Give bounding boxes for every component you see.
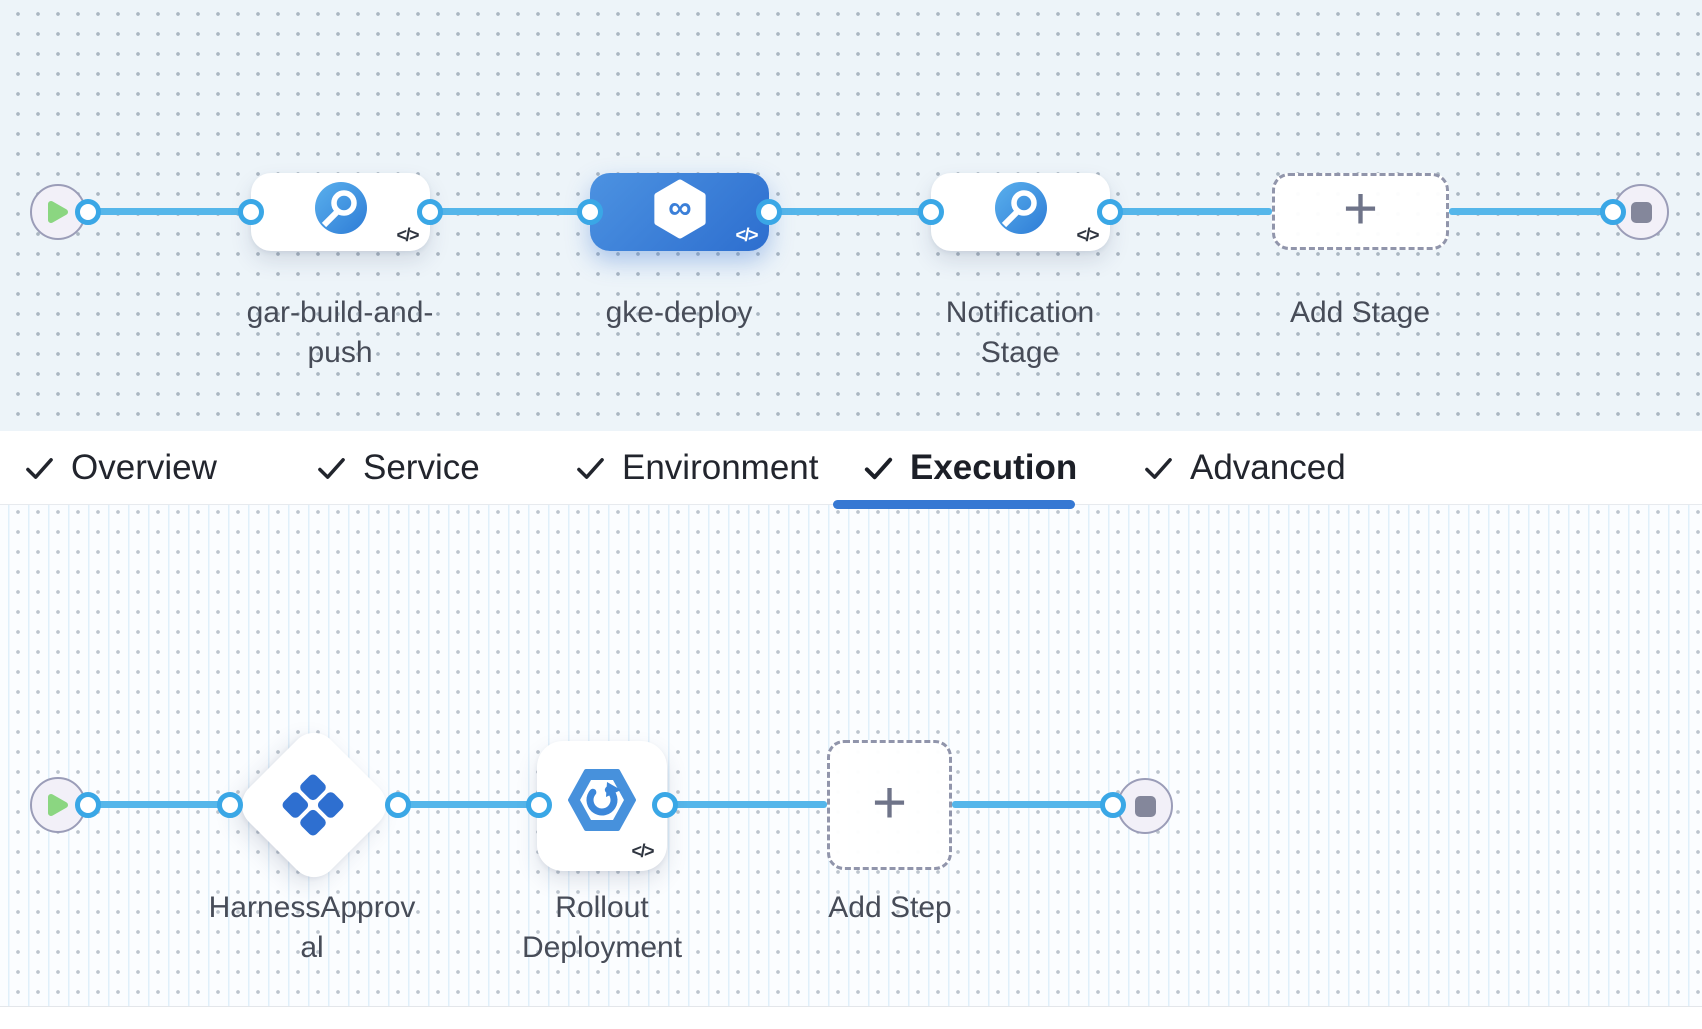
stage-label[interactable]: gke-deploy xyxy=(605,296,753,329)
ci-stage-icon xyxy=(314,182,367,234)
rollout-step-icon xyxy=(568,769,636,831)
tab-environment[interactable]: Environment xyxy=(576,431,818,505)
add-step-label[interactable]: Add Step xyxy=(828,891,952,924)
connector-point xyxy=(75,199,101,225)
check-icon xyxy=(864,457,893,479)
connector-line xyxy=(952,801,1113,808)
connector-point xyxy=(1600,199,1626,225)
stage-config-tabbar: Overview Service Environment Execution A… xyxy=(0,431,1702,509)
connector-point xyxy=(1097,199,1123,225)
play-icon xyxy=(48,794,68,816)
execution-end-node xyxy=(1117,778,1173,834)
plus-icon: + xyxy=(1342,175,1379,242)
connector-point xyxy=(918,199,944,225)
add-stage-button[interactable]: + xyxy=(1272,173,1449,250)
tab-advanced[interactable]: Advanced xyxy=(1144,431,1346,505)
execution-canvas[interactable]: </> + HarnessApproval Rollout Deployment… xyxy=(0,505,1702,1029)
tab-label: Advanced xyxy=(1190,448,1346,487)
add-step-button[interactable]: + xyxy=(827,740,952,870)
stage-card-gar-build-and-push[interactable]: </> xyxy=(251,173,430,251)
yaml-code-badge: </> xyxy=(1076,225,1099,245)
connector-line xyxy=(1110,208,1272,215)
connector-point xyxy=(385,792,411,818)
tab-execution[interactable]: Execution xyxy=(864,431,1077,505)
stage-card-notification[interactable]: </> xyxy=(931,173,1110,251)
approval-step-icon xyxy=(282,774,344,836)
svg-text:∞: ∞ xyxy=(668,189,691,226)
check-icon xyxy=(318,457,345,479)
tab-label: Environment xyxy=(622,448,819,487)
connector-point xyxy=(1100,792,1126,818)
stage-label[interactable]: Notification Stage xyxy=(945,296,1095,369)
active-tab-indicator xyxy=(833,500,1075,509)
connector-point xyxy=(756,199,782,225)
connector-point xyxy=(75,792,101,818)
connector-point xyxy=(652,792,678,818)
connector-line xyxy=(88,208,251,215)
yaml-code-badge: </> xyxy=(631,841,654,861)
stage-canvas[interactable]: </> ∞ </> </> + gar-build-and xyxy=(0,0,1702,431)
step-label[interactable]: HarnessApproval xyxy=(208,891,416,964)
canvas-footer-strip xyxy=(0,1006,1702,1029)
yaml-code-badge: </> xyxy=(735,225,758,245)
connector-line xyxy=(430,208,590,215)
plus-icon: + xyxy=(871,768,908,836)
tab-label: Service xyxy=(363,448,480,487)
stop-icon xyxy=(1630,201,1652,223)
connector-line xyxy=(88,801,230,808)
connector-line xyxy=(1449,208,1613,215)
stage-card-gke-deploy[interactable]: ∞ </> xyxy=(590,173,769,251)
connector-line xyxy=(665,801,827,808)
stop-icon xyxy=(1134,795,1156,817)
pipeline-end-node xyxy=(1613,184,1669,240)
check-icon xyxy=(26,457,53,479)
connector-point xyxy=(238,199,264,225)
tab-label: Overview xyxy=(71,448,217,487)
connector-point xyxy=(417,199,443,225)
connector-point xyxy=(577,199,603,225)
deploy-stage-icon: ∞ xyxy=(653,179,706,239)
check-icon xyxy=(1145,457,1172,479)
tab-overview[interactable]: Overview xyxy=(25,431,217,505)
connector-point xyxy=(526,792,552,818)
yaml-code-badge: </> xyxy=(396,225,419,245)
connector-line xyxy=(769,208,931,215)
step-label[interactable]: Rollout Deployment xyxy=(521,891,683,964)
connector-point xyxy=(217,792,243,818)
stage-label[interactable]: gar-build-and-push xyxy=(246,296,434,369)
step-card-rollout-deployment[interactable]: </> xyxy=(537,741,667,871)
play-icon xyxy=(48,201,68,223)
tab-label: Execution xyxy=(910,448,1078,487)
connector-line xyxy=(398,801,539,808)
custom-stage-icon xyxy=(994,182,1047,234)
check-icon xyxy=(577,457,604,479)
tab-service[interactable]: Service xyxy=(317,431,480,505)
add-stage-label[interactable]: Add Stage xyxy=(1289,296,1431,329)
